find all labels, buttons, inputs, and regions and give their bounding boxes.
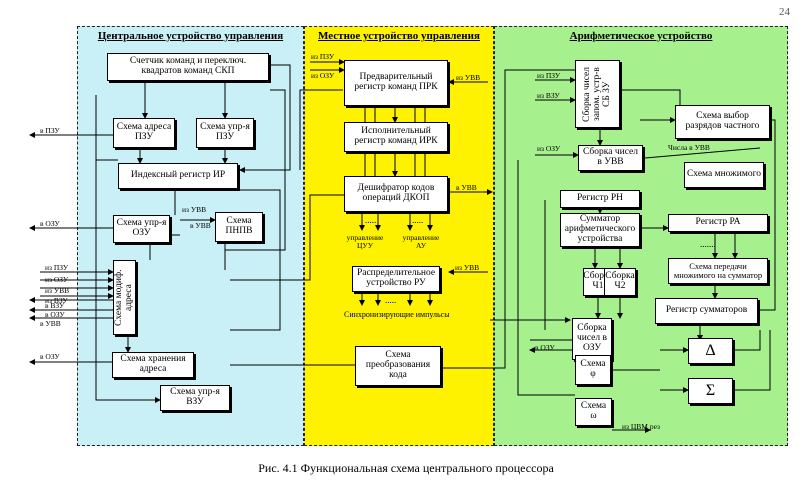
pnpv-block: Схема ПНПВ (215, 212, 263, 242)
from-ozu-lu-label: из ОЗУ (311, 71, 335, 80)
storage-number-collector: Сборка чисел запом. устр-в СБ ЗУ (575, 60, 620, 128)
delta-block: Δ (688, 338, 733, 364)
from-uvv-ru-label: из УВВ (455, 263, 480, 272)
distribution-unit-block: Распределительное устройство РУ (352, 266, 440, 292)
to-ozu-label-3: в ОЗУ (40, 352, 60, 361)
code-conversion-block: Схема преобразования кода (355, 346, 441, 386)
dots: ..... (365, 215, 377, 225)
pzu-address-block: Схема адреса ПЗУ (113, 118, 175, 148)
storage-number-collector-label: Сборка чисел запом. устр-в СБ ЗУ (581, 66, 612, 122)
address-modifier-label: Схема модиф. адреса (113, 269, 134, 326)
from-ozu-label: из ОЗУ (45, 275, 69, 284)
from-pzu-au-label: из ПЗУ (537, 71, 561, 80)
register-ra: Регистр РА (668, 214, 768, 232)
section-title: Центральное устройство управления (97, 30, 284, 42)
from-pzu-label: из ПЗУ (45, 263, 69, 272)
omega-block: Схема ω (575, 398, 612, 426)
register-rn: Регистр РН (560, 190, 640, 208)
to-uvv-label-2: в УВВ (40, 319, 61, 328)
preliminary-command-register: Предварительный регистр команд ПРК (344, 60, 448, 106)
command-counter-block: Счетчик команд и переключ. квадратов ком… (107, 53, 269, 81)
index-register-block: Индексный регистр ИР (118, 163, 238, 189)
sigma-block: Σ (688, 378, 733, 404)
to-ozu-label-2: в ОЗУ (45, 310, 65, 319)
section-title: Местное устройство управления (318, 30, 480, 42)
opcode-decoder-block: Дешифратор кодов операций ДКОП (344, 176, 448, 212)
section-title: Арифметическое устройство (569, 30, 713, 42)
vzu-control-block: Схема упр-я ВЗУ (160, 385, 230, 411)
multiplicand-transfer-block: Схема передачи множимого на сумматор (668, 258, 768, 284)
ozu-number-collector: Сборка чисел в ОЗУ (572, 318, 612, 360)
from-uvv-prk-label: из УВВ (456, 73, 481, 82)
page-number: 24 (779, 6, 790, 18)
phi-block: Схема φ (575, 355, 611, 385)
collector-ch2: Сборка Ч2 (604, 268, 636, 296)
dots: ..... (412, 215, 424, 225)
multiplicand-block: Схема множимого (684, 162, 764, 188)
numbers-uvv-label: Числа в УВВ (668, 143, 710, 152)
from-uvv-label: из УВВ (182, 205, 207, 214)
to-uvv-dkop-label: в УВВ (456, 183, 477, 192)
dots: ..... (385, 295, 397, 305)
arithmetic-adder-block: Сумматор арифметического устройства (560, 213, 640, 247)
address-modifier-block: Схема модиф. адреса (113, 260, 136, 335)
adder-register-block: Регистр сумматоров (655, 298, 758, 324)
arithmetic-unit-section: Арифметическое устройство (494, 26, 788, 446)
to-vzu-label: в ВЗУ (45, 301, 65, 310)
executive-command-register: Исполнительный регистр команд ИРК (344, 122, 448, 152)
au-control-label: управление АУ (402, 233, 440, 250)
from-vzu-label: из ВЗУ (45, 296, 68, 305)
address-storage-block: Схема хранения адреса (112, 352, 194, 378)
to-ozu-au-label: в ОЗУ (535, 343, 555, 352)
from-uvv-label-2: из УВВ (45, 286, 70, 295)
ozu-control-block: Схема упр-я ОЗУ (113, 215, 170, 243)
sync-pulses-label: Синхронизирующие импульсы (344, 310, 450, 319)
from-cvm-label: из ЦВМ рез (622, 422, 660, 431)
figure-caption: Рис. 4.1 Функциональная схема центрально… (258, 461, 554, 475)
to-ozu-label: в ОЗУ (40, 219, 60, 228)
from-pzu-lu-label: из ПЗУ (311, 52, 335, 61)
quotient-bit-selector: Схема выбор разрядов частного (675, 105, 770, 139)
from-vzu-au-label: из ВЗУ (537, 91, 560, 100)
pzu-control-block: Схема упр-я ПЗУ (196, 118, 254, 148)
dots: ....... (700, 239, 716, 249)
cuu-control-label: управление ЦУУ (346, 233, 384, 250)
to-uvv-label: в УВВ (190, 221, 211, 230)
from-ozu-au-label: из ОЗУ (537, 144, 561, 153)
to-pzu-label: в ПЗУ (40, 126, 60, 135)
sigma-symbol: Σ (705, 381, 716, 399)
uvv-number-collector: Сборка чисел в УВВ (578, 145, 643, 171)
delta-symbol: Δ (705, 341, 716, 359)
